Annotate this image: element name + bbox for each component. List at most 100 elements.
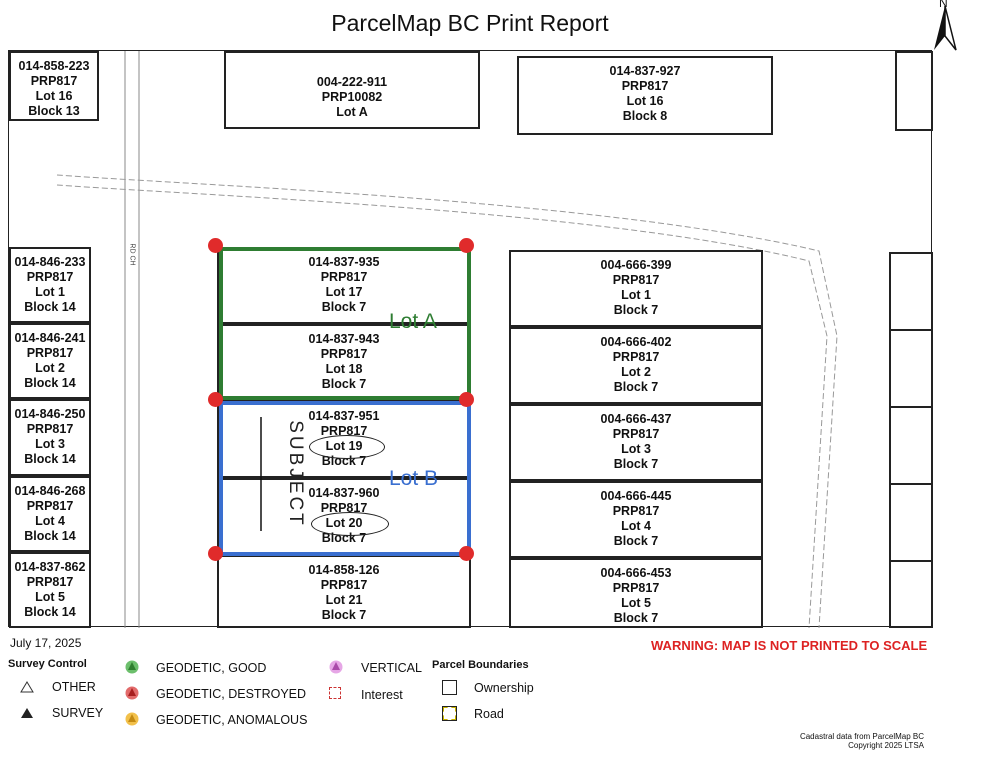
parcel-lot: Lot 3 [621,442,651,456]
survey-triangle-icon [21,708,33,718]
parcel-004-666-402[interactable]: 004-666-402 PRP817 Lot 2 Block 7 [509,327,763,404]
parcel-pid: 014-837-960 [308,486,380,500]
parcel-edge-top-right [895,51,933,131]
parcel-004-666-445[interactable]: 004-666-445 PRP817 Lot 4 Block 7 [509,481,763,558]
parcel-block: Block 7 [613,303,659,317]
legend-parcel-boundaries-heading: Parcel Boundaries [432,659,529,671]
corner-marker-icon [208,546,223,561]
parcel-plan: PRP817 [26,575,74,589]
parcel-004-666-453[interactable]: 004-666-453 PRP817 Lot 5 Block 7 [509,558,763,628]
parcel-pid: 014-837-951 [308,409,380,423]
subject-handwritten-label: SUBJECT [284,420,306,528]
vertical-icon [329,660,343,674]
parcel-block: Block 7 [321,377,367,391]
parcel-edge-right [889,329,933,408]
parcel-plan: PRP817 [26,346,74,360]
parcel-block: Block 14 [24,376,76,390]
subject-outlines [219,247,471,556]
page-title: ParcelMap BC Print Report [331,10,609,36]
parcel-lot: Lot A [336,105,368,119]
north-arrow-icon [934,5,957,51]
parcel-lot: Lot 5 [621,596,651,610]
parcel-lot: Lot 4 [621,519,651,533]
parcel-pid: 014-846-233 [14,255,86,269]
legend-geodetic-destroyed: GEODETIC, DESTROYED [156,687,307,701]
parcel-pid: 014-846-268 [14,484,86,498]
parcel-plan: PRP817 [612,350,660,364]
parcel-lot: Lot 16 [35,89,73,103]
corner-marker-icon [208,238,223,253]
parcel-edge-right [889,406,933,485]
parcel-plan: PRP817 [26,422,74,436]
parcel-edge-right [889,252,933,331]
ownership-icon [442,680,457,695]
parcel-pid: 004-222-911 [316,75,388,89]
parcel-014-846-233[interactable]: 014-846-233 PRP817 Lot 1 Block 14 [9,247,91,323]
parcel-014-837-862[interactable]: 014-837-862 PRP817 Lot 5 Block 14 [9,552,91,628]
legend-other: OTHER [52,680,96,694]
interest-icon [329,687,341,699]
parcel-plan: PRP817 [612,273,660,287]
parcel-plan: PRP817 [612,581,660,595]
parcel-block: Block 7 [613,380,659,394]
legend-survey: SURVEY [52,706,104,720]
parcel-014-858-223[interactable]: 014-858-223 PRP817 Lot 16 Block 13 [9,51,99,121]
parcel-block: Block 7 [321,608,367,622]
parcel-block: Block 14 [24,529,76,543]
geodetic-destroyed-icon [125,686,139,700]
road-lines [56,51,838,628]
parcel-pid: 014-846-241 [14,331,86,345]
parcel-pid: 014-837-935 [308,255,380,269]
parcel-pid: 004-666-402 [600,335,672,349]
legend-geodetic-good: GEODETIC, GOOD [156,661,267,675]
parcel-014-846-250[interactable]: 014-846-250 PRP817 Lot 3 Block 14 [9,399,91,476]
parcel-004-666-399[interactable]: 004-666-399 PRP817 Lot 1 Block 7 [509,250,763,327]
parcel-plan: PRP10082 [321,90,383,104]
parcel-014-837-927[interactable]: 014-837-927 PRP817 Lot 16 Block 8 [517,56,773,135]
parcel-lot: Lot 2 [35,361,65,375]
parcel-edge-right [889,483,933,562]
parcel-plan: PRP817 [26,499,74,513]
lot-20-circle-mark [311,512,389,536]
corner-marker-icon [459,238,474,253]
parcel-pid: 004-666-399 [600,258,672,272]
parcel-014-858-126[interactable]: 014-858-126 PRP817 Lot 21 Block 7 [217,555,471,628]
parcel-004-222-911[interactable]: 004-222-911 PRP10082 Lot A [224,51,480,129]
parcel-pid: 014-858-223 [18,59,90,73]
parcel-plan: PRP817 [320,578,368,592]
parcel-lot: Lot 3 [35,437,65,451]
report-date: July 17, 2025 [10,636,82,650]
parcel-block: Block 13 [28,104,80,118]
parcel-lot: Lot 16 [626,94,664,108]
legend-vertical: VERTICAL [361,661,422,675]
parcel-pid: 004-666-445 [600,489,672,503]
parcel-pid: 014-837-862 [14,560,86,574]
parcel-004-666-437[interactable]: 004-666-437 PRP817 Lot 3 Block 7 [509,404,763,481]
parcel-block: Block 14 [24,605,76,619]
parcel-pid: 004-666-453 [600,566,672,580]
parcel-plan: PRP817 [26,270,74,284]
parcel-block: Block 8 [622,109,668,123]
parcel-block: Block 14 [24,300,76,314]
parcel-014-846-268[interactable]: 014-846-268 PRP817 Lot 4 Block 14 [9,476,91,552]
scale-warning: WARNING: MAP IS NOT PRINTED TO SCALE [651,638,928,653]
survey-other-icon [20,681,34,693]
parcel-plan: PRP817 [320,347,368,361]
legend-ownership: Ownership [474,681,534,695]
map-canvas[interactable]: RD CH 014-858-223 PRP817 Lot 16 Block 13… [8,50,933,628]
parcel-lot: Lot 18 [325,362,363,376]
geodetic-anomalous-icon [125,712,139,726]
parcel-pid: 014-837-943 [308,332,380,346]
credit-line-2: Copyright 2025 LTSA [848,741,924,750]
geodetic-good-icon [125,660,139,674]
legend-interest: Interest [361,688,403,702]
parcel-block: Block 14 [24,452,76,466]
parcel-plan: PRP817 [612,427,660,441]
north-label: N [939,0,948,10]
parcel-block: Block 7 [613,457,659,471]
lot-19-circle-mark [309,435,385,459]
parcel-block: Block 7 [613,534,659,548]
corner-marker-icon [459,392,474,407]
parcel-lot: Lot 1 [621,288,651,302]
parcel-014-846-241[interactable]: 014-846-241 PRP817 Lot 2 Block 14 [9,323,91,399]
